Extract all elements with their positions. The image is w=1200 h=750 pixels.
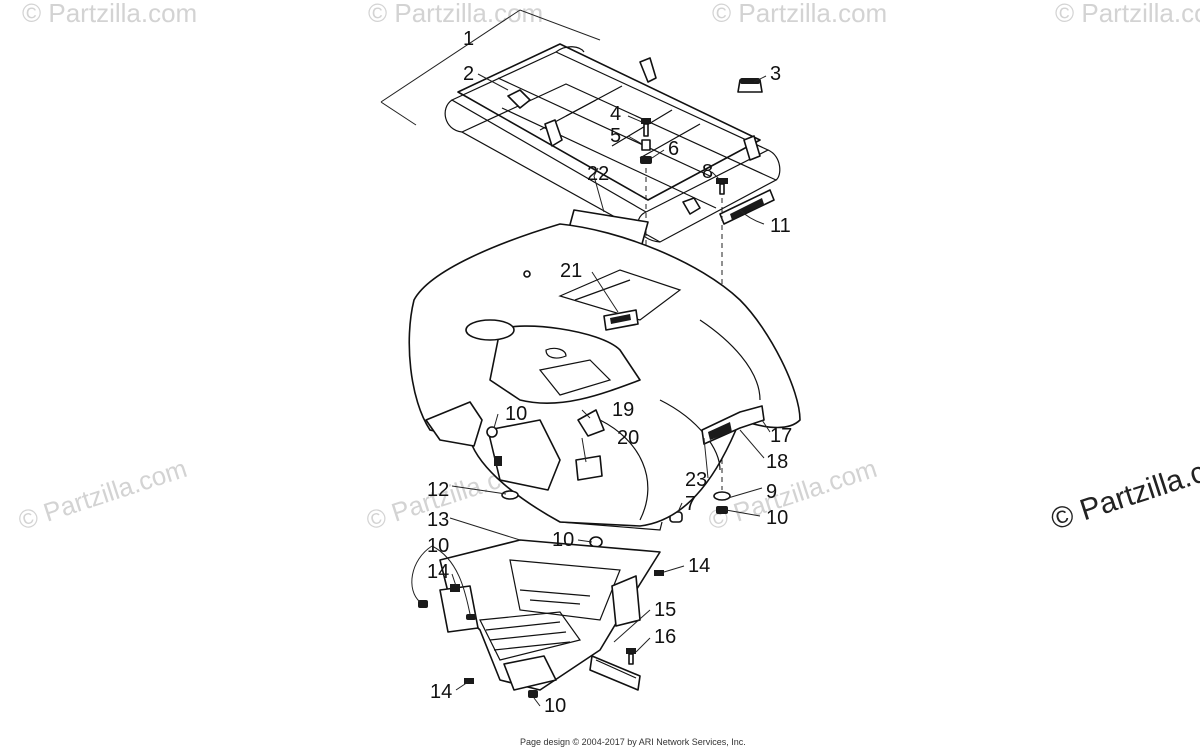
callout-9: 9 xyxy=(766,481,777,503)
callout-3: 3 xyxy=(770,63,781,85)
callout-10-a: 10 xyxy=(505,403,527,425)
callout-1: 1 xyxy=(463,28,474,50)
callout-14-c: 14 xyxy=(430,681,452,703)
callout-10-c: 10 xyxy=(552,529,574,551)
callout-20: 20 xyxy=(617,427,639,449)
callout-22: 22 xyxy=(587,163,609,185)
callout-6: 6 xyxy=(668,138,679,160)
callout-10-d: 10 xyxy=(427,535,449,557)
callout-11: 11 xyxy=(770,215,791,237)
watermark: © Partzilla.com xyxy=(712,0,887,28)
watermark: © Partzilla.com xyxy=(368,0,543,28)
leader-lines xyxy=(411,73,771,707)
rear-fender xyxy=(408,223,801,531)
callout-13: 13 xyxy=(427,509,449,531)
callout-15: 15 xyxy=(654,599,676,621)
footwell xyxy=(439,539,661,691)
rear-rack xyxy=(444,43,781,243)
callout-8: 8 xyxy=(702,161,713,183)
callout-5: 5 xyxy=(610,125,621,147)
callout-16: 16 xyxy=(654,626,676,648)
callout-7: 7 xyxy=(685,493,696,515)
callout-labels: 1 2 3 4 5 6 8 11 22 21 10 19 20 17 18 23… xyxy=(427,28,792,717)
footwell-hardware xyxy=(418,570,664,698)
watermark-brand: © Partzilla.com xyxy=(1047,443,1200,537)
callout-19: 19 xyxy=(612,399,634,421)
callout-17: 17 xyxy=(770,425,792,447)
callout-2: 2 xyxy=(463,63,474,85)
callout-12: 12 xyxy=(427,479,449,501)
callout-10-b: 10 xyxy=(766,507,788,529)
footer-copyright: Page design © 2004-2017 by ARI Network S… xyxy=(520,737,746,747)
watermark: © Partzilla.com xyxy=(1055,0,1200,28)
watermark: © Partzilla.com xyxy=(22,0,197,28)
callout-23: 23 xyxy=(685,469,707,491)
watermark: © Partzilla.com xyxy=(15,453,191,536)
callout-18: 18 xyxy=(766,451,788,473)
callout-21: 21 xyxy=(560,260,582,282)
callout-14-b: 14 xyxy=(427,561,449,583)
assembly-bracket xyxy=(380,9,601,126)
callout-10-e: 10 xyxy=(544,695,566,717)
callout-14-a: 14 xyxy=(688,555,710,577)
callout-4: 4 xyxy=(610,103,621,125)
watermark: © Partzilla.com xyxy=(705,453,881,536)
